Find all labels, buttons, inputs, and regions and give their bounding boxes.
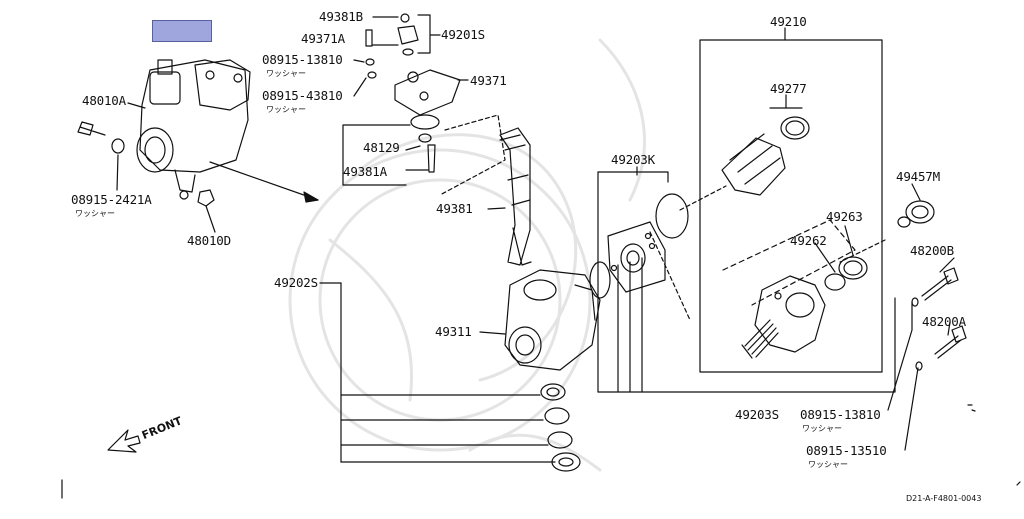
watermark-icon — [288, 38, 646, 472]
washer-note: ワッシャー — [802, 424, 842, 433]
part-label-49381b[interactable]: 49381B — [319, 9, 363, 24]
part-label-49202s[interactable]: 49202S — [274, 275, 318, 290]
highlight-box[interactable] — [152, 20, 212, 42]
part-label-49201s[interactable]: 49201S — [441, 27, 485, 42]
part-label-48200b[interactable]: 48200B — [910, 243, 954, 258]
washer-note: ワッシャー — [808, 460, 848, 469]
part-label-08915-13810-top[interactable]: 08915-13810 — [262, 52, 343, 67]
part-label-08915-2421a[interactable]: 08915-2421A — [71, 192, 152, 207]
part-label-49210[interactable]: 49210 — [770, 14, 807, 29]
part-label-49311[interactable]: 49311 — [435, 324, 472, 339]
part-label-49381a[interactable]: 49381A — [343, 164, 387, 179]
part-label-49371[interactable]: 49371 — [470, 73, 507, 88]
washer-note: ワッシャー — [266, 105, 306, 114]
part-label-49371a[interactable]: 49371A — [301, 31, 345, 46]
part-label-49262[interactable]: 49262 — [790, 233, 827, 248]
drawing-code: D21-A-F4801-0043 — [906, 494, 982, 503]
part-label-48200a[interactable]: 48200A — [922, 314, 966, 329]
part-label-49203k[interactable]: 49203K — [611, 152, 655, 167]
part-label-49457m[interactable]: 49457M — [896, 169, 940, 184]
gear-box-overview-icon — [136, 59, 251, 200]
part-label-49381[interactable]: 49381 — [436, 201, 473, 216]
part-label-48010a[interactable]: 48010A — [82, 93, 126, 108]
part-label-49263[interactable]: 49263 — [826, 209, 863, 224]
part-label-48129[interactable]: 48129 — [363, 140, 400, 155]
part-label-08915-13810-bottom[interactable]: 08915-13810 — [800, 407, 881, 422]
part-label-49203s[interactable]: 49203S — [735, 407, 779, 422]
part-label-08915-13510[interactable]: 08915-13510 — [806, 443, 887, 458]
part-label-08915-43810[interactable]: 08915-43810 — [262, 88, 343, 103]
washer-note: ワッシャー — [75, 209, 115, 218]
washer-note: ワッシャー — [266, 69, 306, 78]
part-label-48010d[interactable]: 48010D — [187, 233, 231, 248]
part-label-49277[interactable]: 49277 — [770, 81, 807, 96]
